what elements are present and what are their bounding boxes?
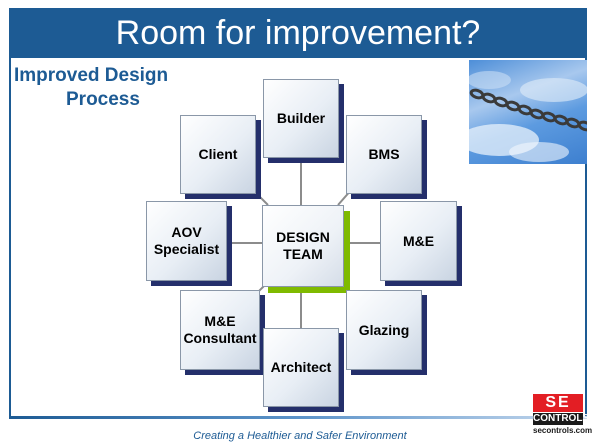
left-border [9,58,11,416]
node-architect: Architect [263,328,339,407]
footer-divider [9,416,587,419]
node-builder: Builder [263,79,339,158]
node-me-consultant-line-1: M&E [204,313,236,329]
subtitle-line-1: Improved Design [14,65,169,86]
node-me-label: M&E [402,232,435,249]
se-controls-logo: SE CONTROLS secontrols.com [533,394,593,440]
node-design-team-line-1: DESIGN [276,229,330,245]
node-me-consultant: M&E Consultant [180,290,260,370]
node-me-consultant-line-2: Consultant [183,330,257,346]
logo-name: CONTROLS [533,413,590,425]
sky-chain-photo [469,60,587,164]
right-border [585,58,587,416]
node-design-team-label: DESIGN TEAM [276,229,330,263]
chain-image [469,71,587,162]
subtitle-line-2: Process [66,89,140,110]
node-architect-label: Architect [270,359,332,375]
node-client: Client [180,115,256,194]
footer-tagline: Creating a Healthier and Safer Environme… [193,430,407,442]
node-builder-label: Builder [276,110,326,126]
node-aov-line-2: Specialist [153,241,220,257]
node-design-team-line-2: TEAM [283,246,323,262]
logo-site: secontrols.com [533,426,593,435]
node-me: M&E [380,201,457,281]
slide-subtitle: Improved Design Process [14,64,204,112]
node-bms-label: BMS [368,146,400,162]
logo-mark: SE [533,394,583,412]
node-me-consultant-label: M&E Consultant [183,313,256,347]
node-glazing-label: Glazing [358,321,410,338]
node-design-team: DESIGN TEAM [262,205,344,287]
slide-title: Room for improvement? [9,8,587,58]
node-client-label: Client [198,146,238,162]
node-aov-specialist: AOV Specialist [146,201,227,281]
node-aov-specialist-label: AOV Specialist [154,224,219,258]
node-bms: BMS [346,115,422,194]
node-aov-line-1: AOV [171,224,202,240]
node-glazing: Glazing [346,290,422,370]
